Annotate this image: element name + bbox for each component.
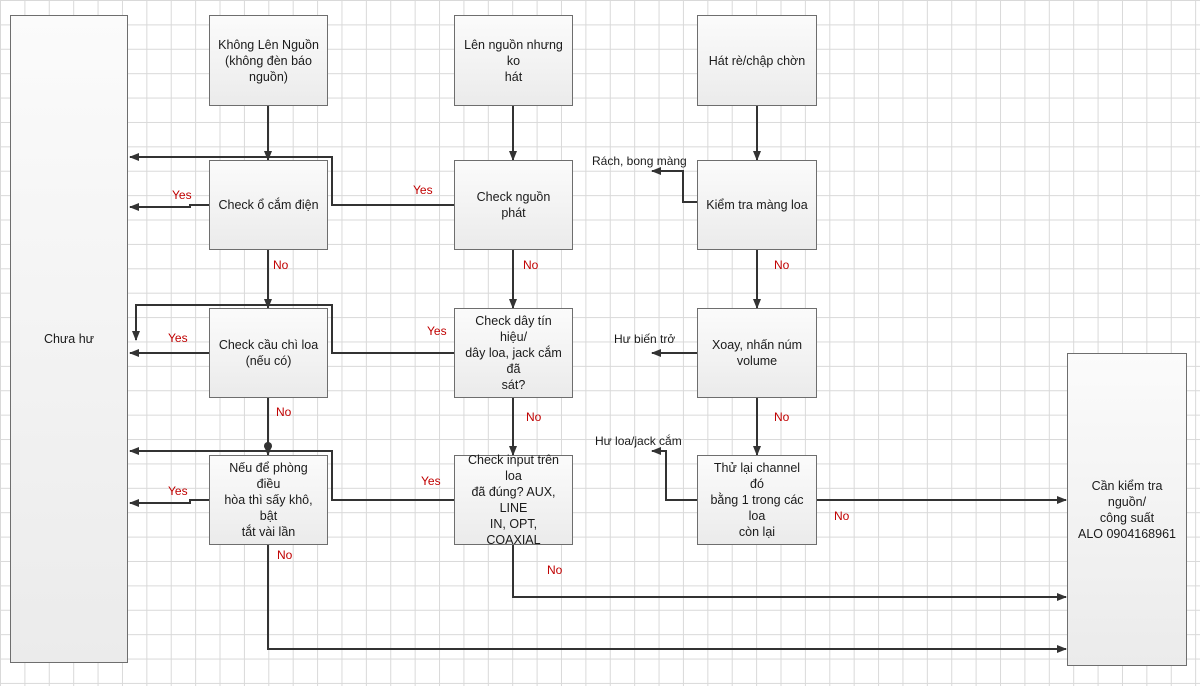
label-no-check-nguon: No bbox=[523, 258, 539, 272]
edge-neu-de-no bbox=[267, 545, 1067, 653]
node-xoay-nhan: Xoay, nhấn núm volume bbox=[697, 308, 817, 398]
node-check-o-cam: Check ổ cắm điện bbox=[209, 160, 328, 250]
label-no-check-day: No bbox=[526, 410, 542, 424]
node-check-input: Check input trên loa đã đúng? AUX, LINE … bbox=[454, 453, 573, 547]
label-rach-bong-mang: Rách, bong màng bbox=[592, 154, 687, 168]
label-no-kiem-tra: No bbox=[774, 258, 790, 272]
node-check-nguon-phat: Check nguồn phát bbox=[454, 160, 573, 250]
node-len-nguon-ko-hat: Lên nguồn nhưng ko hát bbox=[454, 15, 573, 106]
edge-hu-loa-jack bbox=[651, 447, 697, 501]
label-no-cau-chi: No bbox=[276, 405, 292, 419]
node-can-kiem-tra: Cần kiểm tra nguồn/ công suất ALO 090416… bbox=[1067, 353, 1187, 666]
label-no-check-o: No bbox=[273, 258, 289, 272]
junction-dot bbox=[264, 442, 272, 450]
label-no-thu-lai: No bbox=[834, 509, 850, 523]
label-yes-neu-de: Yes bbox=[168, 484, 188, 498]
label-yes-cau-chi: Yes bbox=[168, 331, 188, 345]
label-no-xoay: No bbox=[774, 410, 790, 424]
label-yes-check-input: Yes bbox=[421, 474, 441, 488]
label-hu-loa-jack: Hư loa/jack cắm bbox=[595, 434, 682, 448]
edge-check-nguon-yes bbox=[129, 153, 454, 206]
label-yes-check-nguon: Yes bbox=[413, 183, 433, 197]
node-hat-re: Hát rè/chập chờn bbox=[697, 15, 817, 106]
label-no-check-input: No bbox=[547, 563, 563, 577]
edge-check-input-yes bbox=[129, 447, 454, 501]
label-no-neu-de: No bbox=[277, 548, 293, 562]
edge-neu-de-yes bbox=[129, 499, 209, 507]
edge-rach-bong-mang bbox=[651, 167, 697, 203]
edge-check-day-yes bbox=[132, 304, 454, 354]
node-thu-lai: Thử lại channel đó bằng 1 trong các loa … bbox=[697, 455, 817, 545]
label-hu-bien-tro: Hư biến trở bbox=[614, 332, 676, 346]
node-neu-de-phong: Nếu để phòng điều hòa thì sấy khô, bật t… bbox=[209, 455, 328, 545]
label-yes-check-day: Yes bbox=[427, 324, 447, 338]
edge-check-input-no bbox=[512, 545, 1067, 601]
node-kiem-tra-mang-loa: Kiểm tra màng loa bbox=[697, 160, 817, 250]
node-chua-hu: Chưa hư bbox=[10, 15, 128, 663]
edge-check-o-yes bbox=[129, 203, 209, 211]
node-khong-len-nguon: Không Lên Nguồn (không đèn báo nguồn) bbox=[209, 15, 328, 106]
node-check-cau-chi: Check cầu chì loa (nếu có) bbox=[209, 308, 328, 398]
node-check-day: Check dây tín hiệu/ dây loa, jack cắm đã… bbox=[454, 308, 573, 398]
label-yes-check-o: Yes bbox=[172, 188, 192, 202]
